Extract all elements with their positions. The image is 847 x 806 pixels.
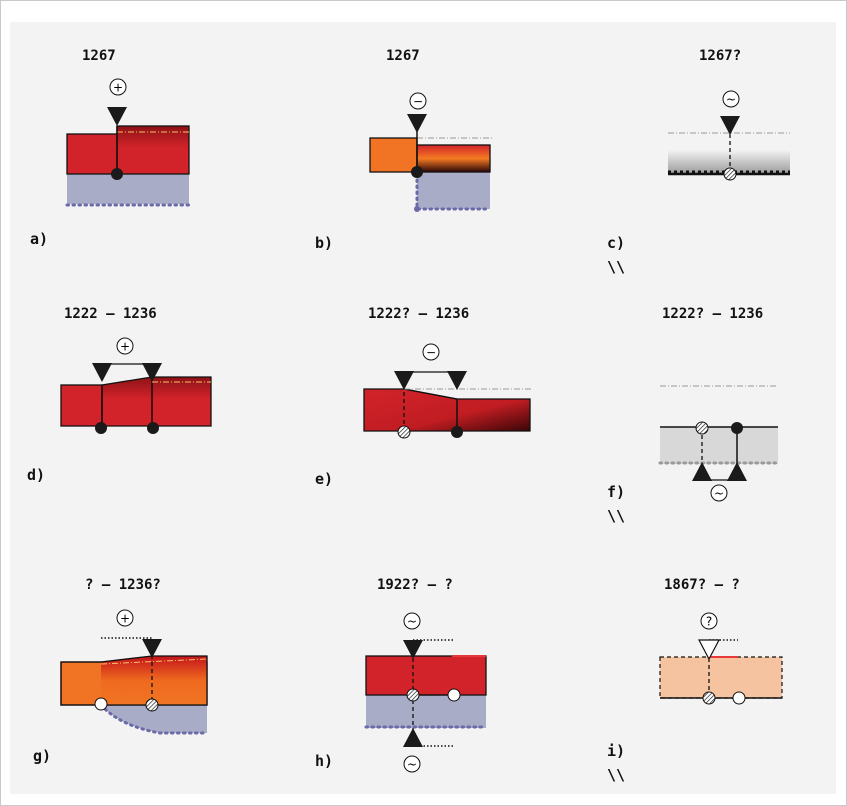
panel-f-break: \\ — [607, 507, 626, 525]
svg-text:+: + — [120, 340, 130, 354]
panel-h-date: 1922? – ? — [377, 577, 453, 593]
panel-i-date: 1867? – ? — [664, 577, 740, 593]
hatched-node-icon — [406, 688, 420, 702]
filled-node-icon — [731, 422, 743, 434]
hatched-node-icon — [145, 698, 159, 712]
triangle-marker-icon — [403, 728, 423, 747]
panel-f: ~ — [658, 385, 780, 502]
panel-d-label: d) — [27, 466, 46, 484]
panel-a-sign: + — [113, 81, 123, 95]
svg-text:~: ~ — [714, 487, 724, 501]
svg-text:?: ? — [706, 615, 712, 629]
panel-h-label: h) — [315, 752, 334, 770]
layer-old — [66, 133, 120, 175]
triangle-marker-icon — [407, 114, 427, 133]
triangle-marker-icon — [142, 363, 162, 382]
minus-circle-icon — [422, 343, 440, 361]
panel-e: − — [363, 343, 531, 439]
triangle-marker-icon — [692, 462, 712, 481]
hatched-node-icon — [695, 421, 709, 435]
minus-circle-icon — [409, 92, 427, 110]
triangle-marker-icon — [720, 116, 740, 135]
triangle-marker-icon — [403, 640, 423, 659]
panel-d-date: 1222 – 1236 — [64, 306, 157, 322]
panel-i-label: i) — [607, 742, 626, 760]
hatched-node-icon — [397, 425, 411, 439]
panel-a-date: 1267 — [82, 48, 116, 64]
open-node-icon — [732, 691, 746, 705]
panel-g-label: g) — [33, 747, 52, 765]
triangle-marker-icon — [142, 639, 162, 658]
panel-h: ~ ~ — [364, 612, 488, 773]
triangle-marker-icon — [447, 371, 467, 390]
hatched-node-icon — [702, 691, 716, 705]
layer-new — [116, 125, 190, 175]
plus-circle-icon — [109, 78, 127, 96]
tilde-circle-icon — [710, 484, 728, 502]
panel-g: + — [60, 609, 209, 735]
filled-node-icon — [147, 422, 159, 434]
tilde-circle-icon — [722, 90, 740, 108]
plus-circle-icon — [116, 609, 134, 627]
open-triangle-marker-icon — [698, 639, 720, 661]
question-circle-icon — [700, 612, 718, 630]
panel-g-date: ? – 1236? — [85, 577, 161, 593]
panel-f-label: f) — [607, 483, 626, 501]
svg-text:~: ~ — [407, 758, 417, 772]
layer-old — [369, 137, 418, 173]
svg-text:+: + — [120, 612, 130, 626]
panel-c: ~ — [668, 90, 790, 181]
filled-node-icon — [411, 166, 423, 178]
hatched-node-icon — [723, 167, 737, 181]
filled-node-icon — [111, 168, 123, 180]
open-node-icon — [447, 688, 461, 702]
layer-new — [416, 144, 491, 173]
panel-b: − — [369, 92, 492, 212]
panel-c-label: c) — [607, 234, 626, 252]
panel-f-date: 1222? – 1236 — [662, 306, 764, 322]
panel-e-label: e) — [315, 470, 334, 488]
panel-i: ? — [659, 612, 783, 705]
svg-text:~: ~ — [726, 93, 736, 107]
svg-text:−: − — [426, 346, 436, 360]
triangle-marker-icon — [394, 371, 414, 390]
triangle-marker-icon — [92, 363, 112, 382]
panel-e-date: 1222? – 1236 — [368, 306, 470, 322]
panel-c-break: \\ — [607, 258, 626, 276]
panel-d: + — [60, 337, 212, 434]
triangle-marker-icon — [107, 107, 127, 126]
panel-c-date: 1267? — [699, 48, 742, 64]
svg-text:~: ~ — [407, 615, 417, 629]
panel-i-break: \\ — [607, 766, 626, 784]
triangle-marker-icon — [727, 462, 747, 481]
panel-b-label: b) — [315, 234, 334, 252]
filled-node-icon — [95, 422, 107, 434]
panel-a-label: a) — [30, 230, 49, 248]
tilde-circle-icon — [403, 612, 421, 630]
substrate-layer — [67, 174, 189, 204]
plus-circle-icon — [116, 337, 134, 355]
tilde-circle-icon — [403, 755, 421, 773]
svg-text:−: − — [413, 95, 423, 109]
filled-node-icon — [451, 426, 463, 438]
panel-a: + — [65, 78, 191, 207]
panel-b-date: 1267 — [386, 48, 420, 64]
open-node-icon — [94, 697, 108, 711]
